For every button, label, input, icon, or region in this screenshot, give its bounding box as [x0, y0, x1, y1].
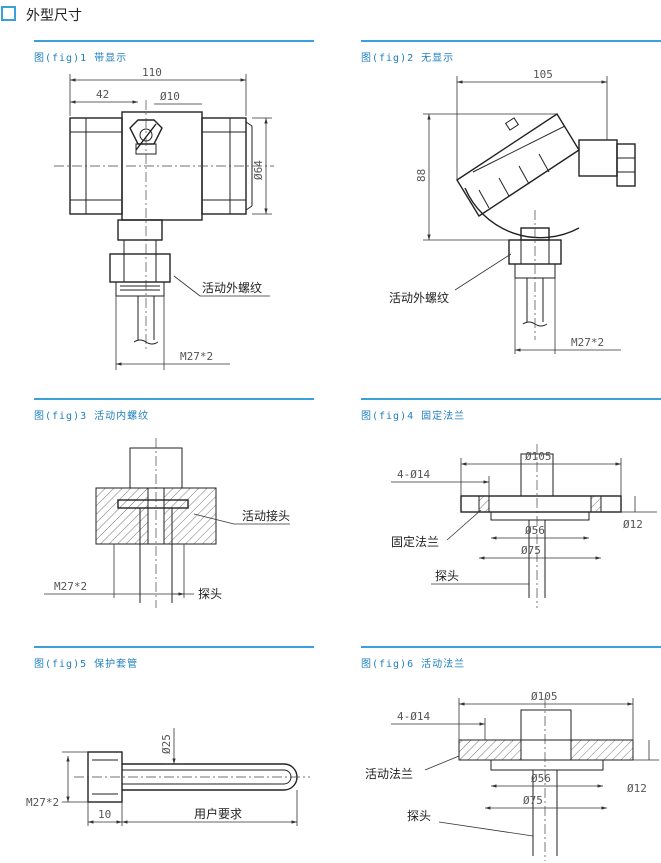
dim-10: 10	[98, 808, 111, 821]
panel-fig2: 图(fig)2 无显示 105 88 M27*2 活动外螺纹	[361, 40, 661, 380]
label-probe: 探头	[407, 809, 431, 823]
dim-m27: M27*2	[180, 350, 213, 363]
joint-left-section	[95, 487, 149, 545]
fig1-drawing: 110 42 Ø10 Ø64 M27*2 活动外螺纹	[54, 66, 274, 370]
label-external-thread: 活动外螺纹	[202, 281, 262, 295]
panel-caption: 图(fig)5 保护套管	[34, 659, 139, 670]
dim-d64: Ø64	[252, 160, 265, 180]
panel-caption: 图(fig)4 固定法兰	[361, 411, 466, 422]
panel-rule	[361, 398, 661, 400]
panel-fig3: 图(fig)3 活动内螺纹 M27*2 活动接头 探头	[34, 398, 314, 618]
label-movable-flange: 活动法兰	[365, 767, 413, 781]
panel-rule	[34, 398, 314, 400]
checkbox-square-icon	[1, 6, 16, 21]
dim-88: 88	[415, 169, 428, 182]
panel-fig4: 图(fig)4 固定法兰 Ø105 4-Ø14 Ø56 Ø75 Ø12 固定法兰…	[361, 398, 661, 618]
dim-d56: Ø56	[525, 524, 545, 537]
section-header: 外型尺寸	[0, 0, 661, 30]
flange-right-section	[570, 739, 634, 761]
housing-lid	[456, 113, 580, 217]
neck	[117, 219, 163, 241]
fig3-drawing: M27*2 活动接头 探头	[44, 438, 290, 608]
dim-m27: M27*2	[26, 796, 59, 809]
dim-4-d14: 4-Ø14	[397, 710, 430, 723]
dim-d12: Ø12	[627, 782, 647, 795]
dim-4-d14: 4-Ø14	[397, 468, 430, 481]
dim-m27: M27*2	[571, 336, 604, 349]
label-joint: 活动接头	[242, 508, 290, 523]
panel-fig6: 图(fig)6 活动法兰 Ø105 4-Ø14 Ø56 Ø75 Ø12 活动法兰…	[361, 646, 661, 863]
side-gland	[578, 139, 618, 177]
housing-dome	[464, 187, 580, 239]
panel-rule	[361, 646, 661, 648]
dim-d105: Ø105	[525, 450, 552, 463]
fig5-drawing: Ø25 M27*2 10 用户要求	[26, 728, 310, 826]
panel-caption: 图(fig)1 带显示	[34, 53, 128, 64]
fig2-drawing: 105 88 M27*2 活动外螺纹	[389, 68, 636, 354]
dim-d12: Ø12	[623, 518, 643, 531]
panel-rule	[34, 646, 314, 648]
label-external-thread: 活动外螺纹	[389, 291, 449, 305]
upper-tube	[520, 709, 572, 741]
dim-d56: Ø56	[531, 772, 551, 785]
dim-105: 105	[533, 68, 553, 81]
panel-fig5: 图(fig)5 保护套管 Ø25 M27*2 10 用户要求	[26, 646, 314, 863]
panel-caption: 图(fig)6 活动法兰	[361, 659, 466, 670]
dim-d105: Ø105	[531, 690, 558, 703]
flange-left-section	[458, 739, 522, 761]
side-nut	[616, 143, 636, 187]
section-title: 外型尺寸	[26, 8, 82, 24]
panel-caption: 图(fig)2 无显示	[361, 53, 455, 64]
label-user-requirement: 用户要求	[194, 806, 242, 821]
panel-rule	[361, 40, 661, 42]
fig6-drawing: Ø105 4-Ø14 Ø56 Ø75 Ø12 活动法兰 探头	[365, 690, 659, 861]
dim-d25: Ø25	[160, 734, 173, 754]
dim-m27: M27*2	[54, 580, 87, 593]
dim-42: 42	[96, 88, 109, 101]
panel-fig1: 图(fig)1 带显示 110 42	[34, 40, 314, 380]
label-fixed-flange: 固定法兰	[391, 534, 439, 549]
label-probe: 探头	[198, 587, 222, 601]
hex-nut	[109, 253, 171, 283]
dim-d75: Ø75	[523, 794, 543, 807]
dim-d75: Ø75	[521, 544, 541, 557]
dim-110: 110	[142, 66, 162, 79]
dim-d10: Ø10	[160, 90, 180, 103]
fig4-drawing: Ø105 4-Ø14 Ø56 Ø75 Ø12 固定法兰 探头	[391, 444, 657, 608]
joint-right-section	[163, 487, 217, 545]
panel-caption: 图(fig)3 活动内螺纹	[34, 411, 150, 422]
label-probe: 探头	[435, 569, 459, 583]
panel-rule	[34, 40, 314, 42]
